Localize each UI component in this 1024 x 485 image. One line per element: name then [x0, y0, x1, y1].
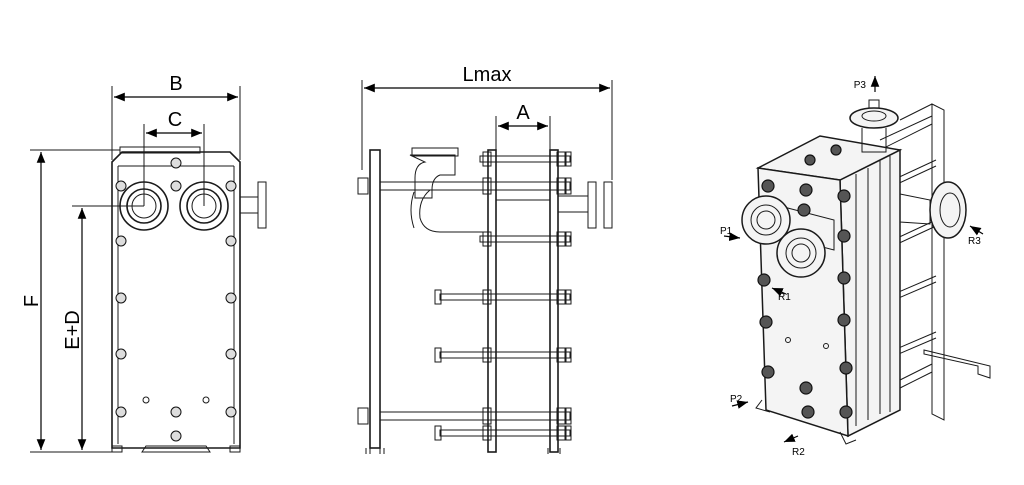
dim-label-a: A	[516, 102, 530, 124]
front-side-nozzle	[239, 196, 259, 214]
iso-label-r1: R1	[778, 292, 791, 303]
dim-label-f: F	[21, 295, 43, 307]
side-nuts	[434, 151, 572, 441]
iso-port-r3	[929, 181, 967, 239]
dim-label-c: C	[168, 109, 182, 131]
dim-label-ed: E+D	[62, 310, 84, 349]
iso-label-r3: R3	[968, 236, 981, 247]
iso-bolts	[757, 144, 853, 419]
side-pressure-plate-right	[549, 149, 559, 453]
side-upper-bar	[379, 181, 571, 191]
side-fixed-plate	[369, 149, 381, 449]
iso-label-p2: P2	[730, 394, 743, 405]
side-upper-pipe	[409, 154, 456, 199]
iso-port-p1	[741, 195, 791, 245]
side-lower-bar	[379, 411, 571, 421]
iso-label-r2: R2	[792, 447, 805, 458]
iso-label-p3: P3	[854, 80, 867, 91]
dim-label-b: B	[169, 73, 182, 95]
iso-port-r1	[776, 228, 826, 278]
side-view: Lmax A	[357, 64, 613, 454]
side-pressure-plate-left	[487, 149, 497, 453]
front-bolts	[115, 157, 237, 442]
isometric-view: P3 P1 R1 R3 P2 R2	[720, 76, 991, 458]
side-lower-pipe	[419, 189, 489, 233]
side-right-nozzle	[557, 195, 589, 213]
dim-label-lmax: Lmax	[463, 64, 512, 86]
front-view: B C F E+D	[21, 73, 267, 453]
iso-label-p1: P1	[720, 226, 733, 237]
frame-plate-outline	[111, 151, 241, 449]
iso-rear-column	[931, 103, 945, 421]
side-tie-rods	[439, 155, 571, 437]
